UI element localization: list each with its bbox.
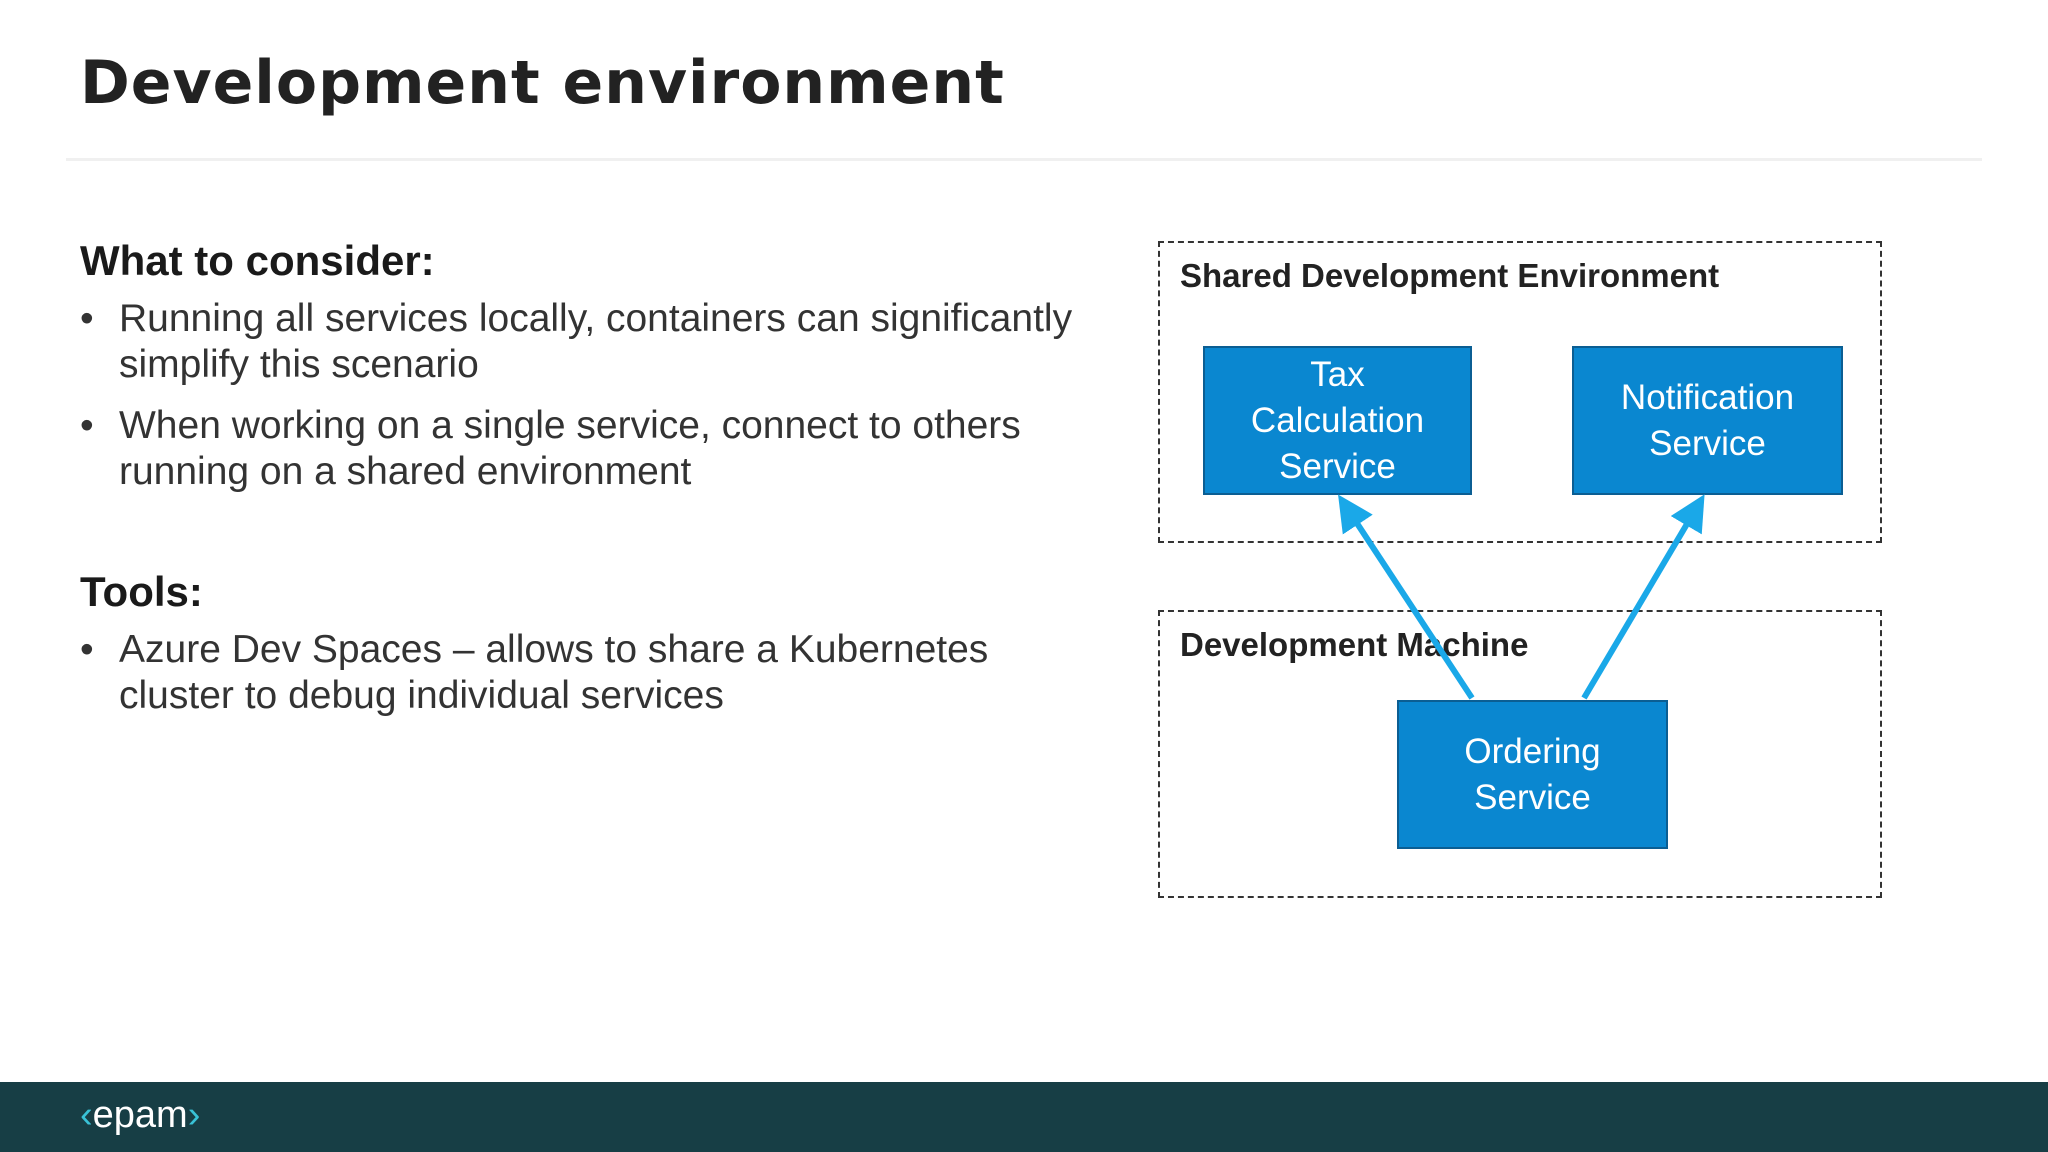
shared-environment-label: Shared Development Environment: [1180, 257, 1720, 294]
logo-chevron-right: ›: [187, 1094, 201, 1136]
shared-environment-box: Shared Development Environment: [1158, 241, 1882, 543]
title-divider: [66, 158, 1982, 161]
list-item: • Running all services locally, containe…: [80, 296, 1080, 388]
bullet-icon: •: [80, 297, 94, 340]
ordering-service-label: Ordering Service: [1464, 731, 1601, 817]
bullet-text: Running all services locally, containers…: [119, 297, 1073, 386]
logo-chevron-left: ‹: [80, 1094, 93, 1136]
tax-calculation-service-label: Tax Calculation Service: [1250, 354, 1425, 486]
notification-service-box: Notification Service: [1572, 346, 1843, 495]
consider-section: What to consider: • Running all services…: [80, 232, 1080, 495]
tools-list: • Azure Dev Spaces – allows to share a K…: [80, 627, 1080, 719]
ordering-service-box: Ordering Service: [1397, 700, 1668, 849]
list-item: • When working on a single service, conn…: [80, 403, 1080, 495]
development-machine-label: Development Machine: [1180, 626, 1529, 663]
bullet-icon: •: [80, 628, 94, 671]
text-column: What to consider: • Running all services…: [80, 232, 1080, 734]
bullet-text: Azure Dev Spaces – allows to share a Kub…: [119, 628, 989, 717]
tools-section: Tools: • Azure Dev Spaces – allows to sh…: [80, 563, 1080, 719]
bullet-icon: •: [80, 404, 94, 447]
tools-heading: Tools:: [80, 568, 203, 615]
list-item: • Azure Dev Spaces – allows to share a K…: [80, 627, 1080, 719]
footer-bar: ‹epam›: [0, 1082, 2048, 1152]
tax-calculation-service-box: Tax Calculation Service: [1203, 346, 1472, 495]
page-title: Development environment: [80, 48, 1005, 118]
consider-heading: What to consider:: [80, 237, 435, 284]
bullet-text: When working on a single service, connec…: [119, 404, 1021, 493]
epam-logo: ‹epam›: [80, 1092, 200, 1138]
consider-list: • Running all services locally, containe…: [80, 296, 1080, 495]
logo-text: epam: [92, 1094, 188, 1136]
notification-service-label: Notification Service: [1620, 377, 1795, 463]
